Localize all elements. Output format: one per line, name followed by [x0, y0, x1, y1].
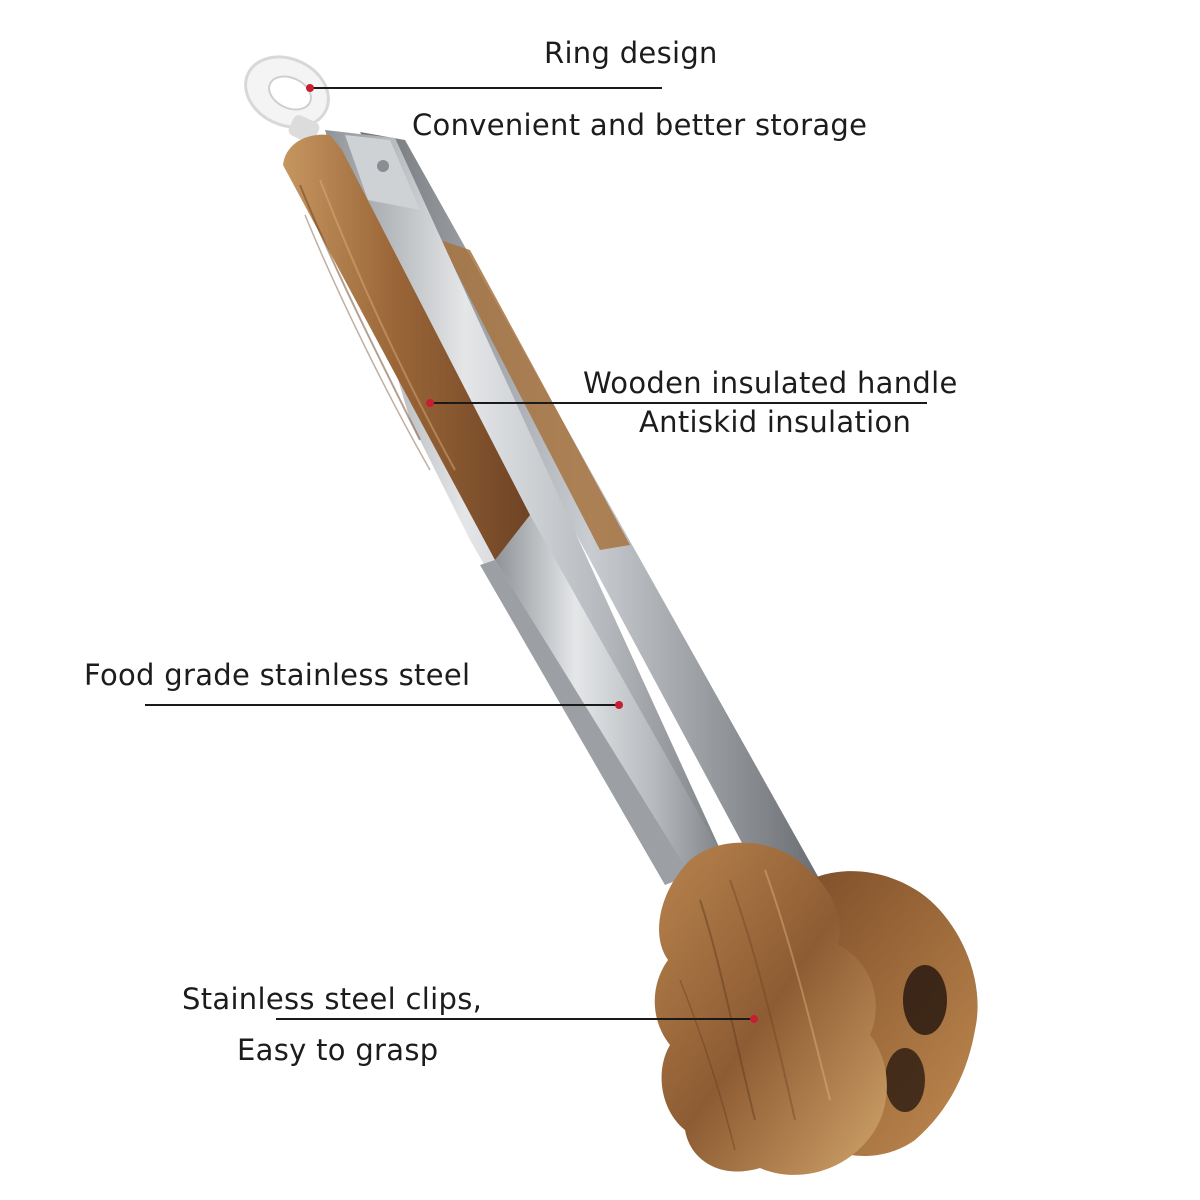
clips-title: Stainless steel clips,	[182, 982, 483, 1016]
clips-detail: Easy to grasp	[237, 1033, 439, 1067]
handle-marker-dot	[426, 399, 434, 407]
ring-leader-line	[312, 87, 662, 89]
wooden-handle	[283, 134, 532, 560]
steel-leader-line	[145, 704, 619, 706]
steel-arm-lower	[480, 515, 725, 885]
clips-marker-dot	[750, 1015, 758, 1023]
hanging-ring-icon	[244, 55, 330, 143]
handle-leader-line	[432, 402, 927, 404]
ring-design-title: Ring design	[544, 36, 718, 70]
wooden-handle-title: Wooden insulated handle	[583, 366, 958, 400]
stainless-steel-title: Food grade stainless steel	[84, 658, 471, 692]
clips-leader-line	[276, 1018, 754, 1020]
ring-design-detail: Convenient and better storage	[412, 108, 868, 142]
wooden-handle-detail: Antiskid insulation	[639, 405, 912, 439]
ring-marker-dot	[306, 84, 314, 92]
steel-marker-dot	[615, 701, 623, 709]
front-paw-clip	[654, 842, 887, 1175]
